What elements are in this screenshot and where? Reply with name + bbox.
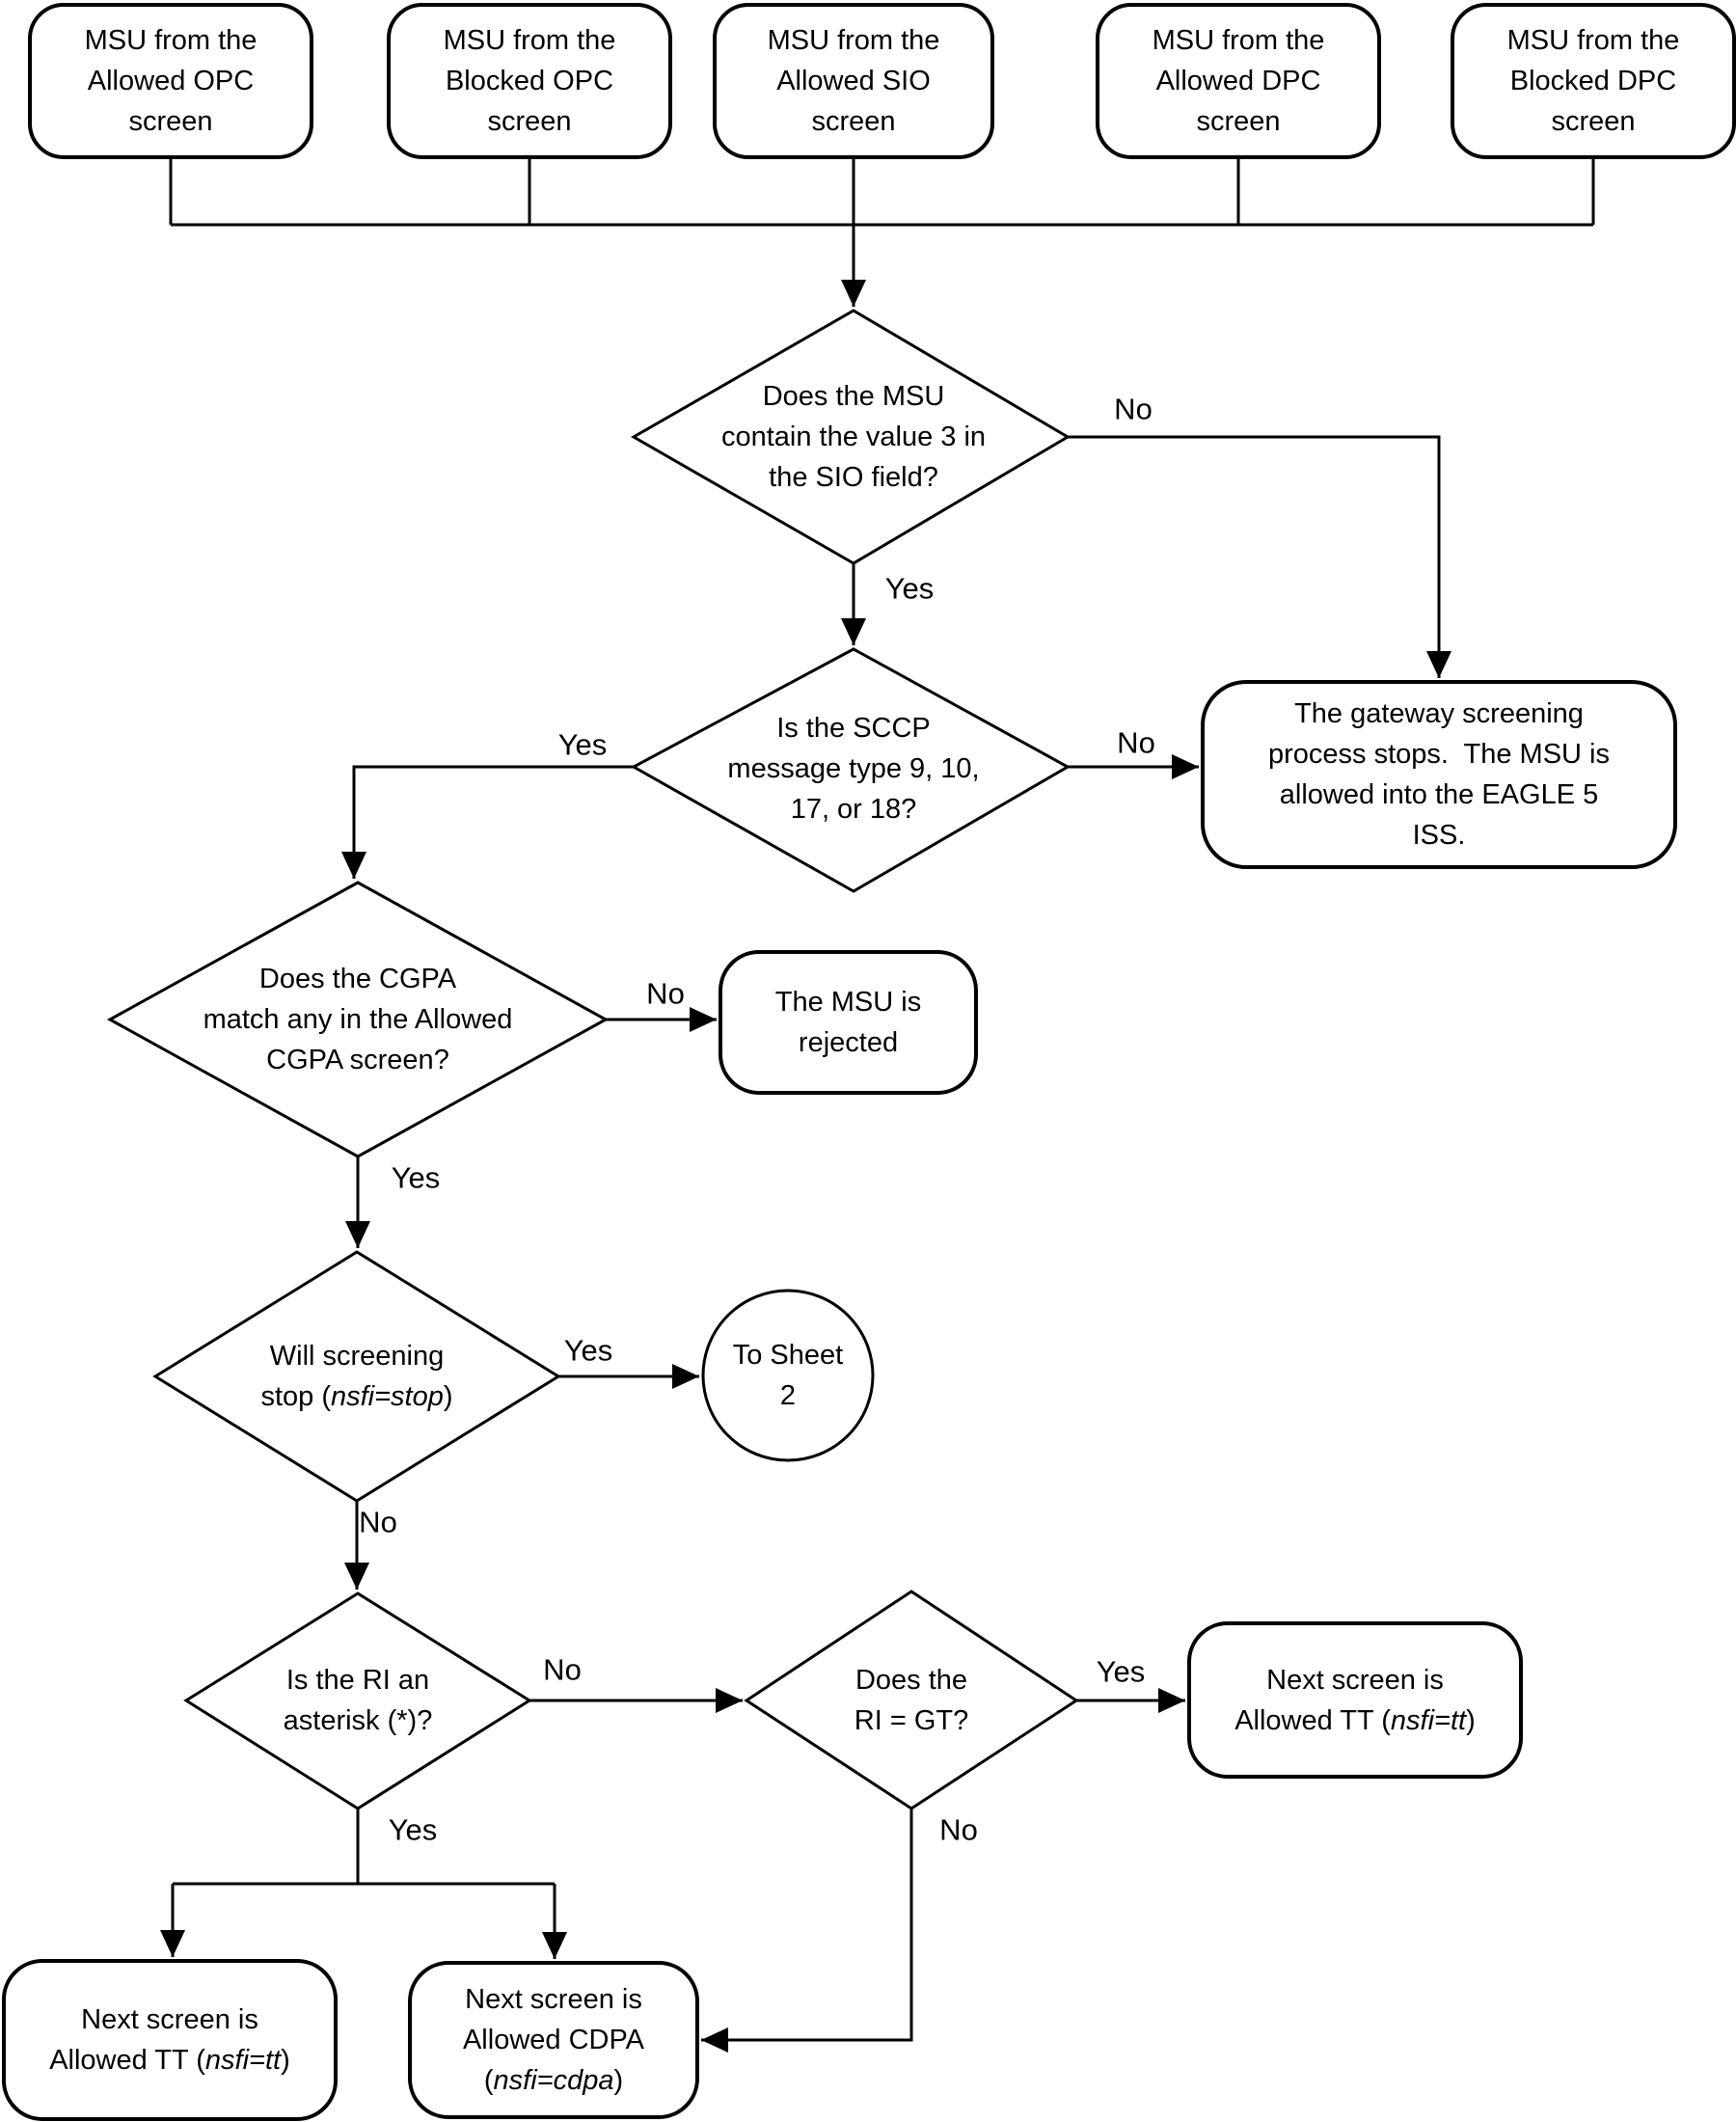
decision-ri-asterisk-text: Is the RI an asterisk (*)?	[283, 1665, 433, 1736]
decision-sio-value-text: Does the MSU contain the value 3 in the …	[720, 381, 987, 493]
decision-cgpa-match-text: Does the CGPA match any in the Allowed C…	[203, 964, 513, 1075]
result-gateway-stops-text: The gateway screening process stops. The…	[1267, 698, 1611, 851]
source-blocked-dpc-text: MSU from the Blocked DPC screen	[1506, 25, 1680, 137]
shape-decision-sccp-type	[630, 647, 1071, 893]
connector-to-sheet-2-text: To Sheet 2	[732, 1340, 844, 1411]
shape-result-msu-rejected	[719, 950, 978, 1095]
edge-label-cgpa-yes: Yes	[391, 1160, 441, 1195]
decision-cgpa-match: Does the CGPA match any in the Allowed C…	[155, 952, 560, 1087]
result-msu-rejected-text: The MSU is rejected	[774, 987, 922, 1058]
edge-label-sio-yes: Yes	[884, 571, 935, 606]
edge-label-ri-no: No	[543, 1652, 582, 1687]
connector-to-sheet-2: To Sheet 2	[703, 1291, 873, 1460]
result-next-cdpa: Next screen is Allowed CDPA (nsfi=cdpa)	[410, 1963, 697, 2117]
edge-label-cgpa-no: No	[646, 976, 685, 1011]
edge-label-stop-yes: Yes	[563, 1333, 613, 1368]
source-allowed-sio-text: MSU from the Allowed SIO screen	[767, 25, 940, 137]
source-allowed-dpc: MSU from the Allowed DPC screen	[1098, 5, 1379, 157]
decision-sio-value: Does the MSU contain the value 3 in the …	[670, 369, 1037, 504]
edge-gt-no	[701, 1809, 913, 2053]
source-allowed-opc: MSU from the Allowed OPC screen	[30, 5, 312, 157]
shape-connector-to-sheet-2	[701, 1289, 875, 1462]
edge-label-sccp-yes: Yes	[557, 727, 608, 762]
source-blocked-opc-text: MSU from the Blocked OPC screen	[443, 25, 616, 137]
shape-result-gateway-stops	[1201, 680, 1677, 869]
edge-label-gt-yes: Yes	[1096, 1654, 1146, 1689]
source-allowed-dpc-text: MSU from the Allowed DPC screen	[1152, 25, 1325, 137]
edge-label-stop-no: No	[359, 1505, 397, 1539]
edge-label-ri-yes: Yes	[388, 1812, 438, 1847]
source-allowed-sio: MSU from the Allowed SIO screen	[715, 5, 992, 157]
result-next-tt-right-text: Next screen is Allowed TT (nsfi=tt)	[1234, 1664, 1476, 1736]
result-next-cdpa-text: Next screen is Allowed CDPA (nsfi=cdpa)	[462, 1984, 645, 2096]
result-gateway-stops: The gateway screening process stops. The…	[1203, 682, 1675, 867]
shape-result-next-tt-bottom	[2, 1959, 338, 2121]
decision-screening-stop: Will screening stop (nsfi=stop)	[198, 1314, 516, 1439]
result-next-tt-bottom-text: Next screen is Allowed TT (nsfi=tt)	[49, 2004, 290, 2076]
edge-sio-no	[1068, 435, 1451, 678]
edge-label-sccp-no: No	[1117, 725, 1155, 760]
decision-sccp-type: Is the SCCP message type 9, 10, 17, or 1…	[670, 701, 1037, 836]
shape-result-next-tt-right	[1187, 1621, 1523, 1779]
result-next-tt-bottom: Next screen is Allowed TT (nsfi=tt)	[4, 1961, 336, 2119]
result-msu-rejected: The MSU is rejected	[720, 952, 976, 1093]
source-blocked-opc: MSU from the Blocked OPC screen	[389, 5, 670, 157]
decision-ri-gt-text: Does the RI = GT?	[854, 1665, 969, 1736]
source-blocked-dpc: MSU from the Blocked DPC screen	[1452, 5, 1734, 157]
edge-label-sio-no: No	[1114, 392, 1153, 426]
edge-label-gt-no: No	[939, 1812, 978, 1847]
shape-result-next-cdpa	[408, 1961, 699, 2119]
result-next-tt-right: Next screen is Allowed TT (nsfi=tt)	[1189, 1623, 1521, 1777]
decision-ri-asterisk: Is the RI an asterisk (*)?	[203, 1638, 512, 1763]
source-allowed-opc-text: MSU from the Allowed OPC screen	[84, 25, 258, 137]
decision-ri-gt: Does the RI = GT?	[776, 1638, 1046, 1763]
decision-screening-stop-text: Will screening stop (nsfi=stop)	[260, 1341, 453, 1412]
edge-sccp-yes	[341, 765, 634, 879]
decision-sccp-type-text: Is the SCCP message type 9, 10, 17, or 1…	[727, 713, 980, 825]
